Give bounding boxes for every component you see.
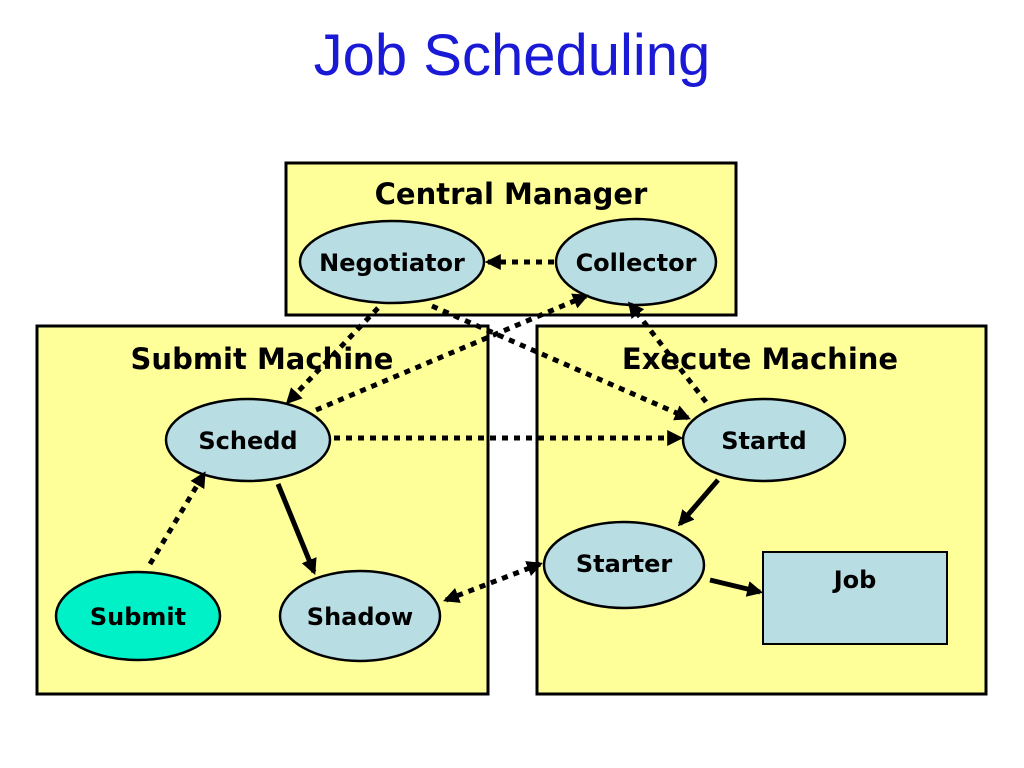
startd-to-collector-arrow [628,301,708,404]
shadow-starter-arrow [443,561,543,603]
collector-label: Collector [576,249,697,277]
schedd-label: Schedd [198,427,297,455]
shadow-node [278,569,442,663]
starter-label: Starter [576,550,673,578]
negotiator-to-schedd-arrow [285,306,380,405]
starter-node [542,520,706,610]
schedd-to-shadow-arrow [275,483,317,575]
job-box [762,551,948,645]
shadow-label: Shadow [307,603,413,631]
negotiator-to-startd-arrow [430,303,691,421]
slide-title: Job Scheduling [313,23,711,88]
negotiator-node [298,219,486,305]
schedd-node [164,397,332,483]
submit-to-schedd-arrow [147,471,207,566]
execute-machine-label: Execute Machine [622,342,898,376]
negotiator-label: Negotiator [319,249,465,277]
startd-to-starter-arrow [677,478,720,527]
job-label: Job [832,566,877,594]
submit-label: Submit [90,603,186,631]
submit-machine-label: Submit Machine [131,342,394,376]
starter-to-job-arrow [709,577,764,597]
submit-node [54,570,222,662]
central-manager-label: Central Manager [375,177,648,211]
schedd-to-collector-arrow [315,293,589,413]
startd-label: Startd [721,427,806,455]
